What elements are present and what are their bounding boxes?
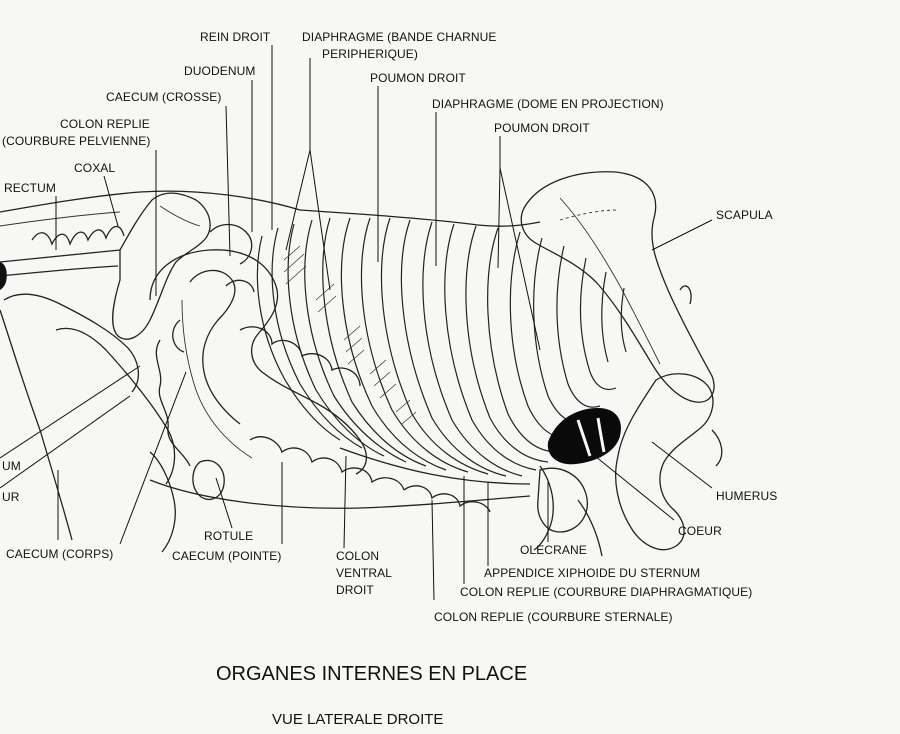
tail-stump bbox=[0, 262, 7, 290]
label-colon-replie: COLON REPLIE bbox=[60, 117, 150, 131]
coxal-bone bbox=[112, 192, 211, 340]
back-outline bbox=[0, 190, 541, 227]
caecum-inner-fold-2 bbox=[181, 299, 253, 459]
olecrane-bone bbox=[537, 467, 588, 533]
sternum bbox=[339, 447, 531, 485]
label-courbure-diaphragmatique: COLON REPLIE (COURBURE DIAPHRAGMATIQUE) bbox=[460, 585, 752, 599]
scapula-bone bbox=[520, 171, 715, 403]
label-caecum-pointe: CAECUM (POINTE) bbox=[172, 549, 282, 563]
femur bbox=[3, 293, 139, 393]
femur-lower bbox=[55, 327, 176, 485]
heart-highlight bbox=[576, 417, 606, 457]
diagram-title: ORGANES INTERNES EN PLACE bbox=[216, 663, 527, 685]
back-outline-inner bbox=[0, 211, 121, 227]
label-olecrane: OLECRANE bbox=[520, 543, 587, 557]
hind-stifle bbox=[149, 451, 176, 553]
label-appendice: APPENDICE XIPHOIDE DU STERNUM bbox=[484, 566, 700, 580]
duodenum bbox=[209, 223, 253, 265]
rib-cage bbox=[256, 217, 627, 477]
colon-haustra-lower bbox=[155, 319, 405, 491]
label-rotule: ROTULE bbox=[204, 529, 253, 543]
hind-thigh-outline bbox=[0, 309, 73, 541]
foreleg bbox=[533, 465, 603, 557]
label-humerus: HUMERUS bbox=[716, 489, 777, 503]
label-caecum-crosse: CAECUM (CROSSE) bbox=[106, 90, 222, 104]
label-rectum: RECTUM bbox=[4, 181, 56, 195]
label-caecum-corps: CAECUM (CORPS) bbox=[6, 547, 113, 561]
tail-vertebrae bbox=[31, 225, 125, 246]
sacrum-wing bbox=[159, 205, 201, 227]
label-left-ur: UR bbox=[2, 490, 20, 504]
label-left-um: UM bbox=[2, 459, 21, 473]
label-courbure-sternale: COLON REPLIE (COURBURE STERNALE) bbox=[434, 610, 673, 624]
rotule-patella bbox=[192, 459, 225, 501]
colon-diaphragmatic bbox=[403, 485, 491, 513]
label-courbure-pelvienne: (COURBURE PELVIENNE) bbox=[2, 134, 150, 148]
neck-outline bbox=[679, 285, 723, 467]
label-scapula: SCAPULA bbox=[716, 208, 773, 222]
label-poumon-droit-2: POUMON DROIT bbox=[494, 121, 590, 135]
label-diaphragme-bande-2: PERIPHERIQUE) bbox=[322, 47, 418, 61]
label-poumon-droit-1: POUMON DROIT bbox=[370, 71, 466, 85]
leader-lines bbox=[0, 45, 713, 601]
label-diaphragme-dome: DIAPHRAGME (DOME EN PROJECTION) bbox=[432, 97, 664, 111]
horse-anatomy-drawing bbox=[0, 171, 723, 557]
diagram-subtitle: VUE LATERALE DROITE bbox=[272, 711, 443, 728]
scapula-spine bbox=[559, 197, 661, 365]
label-coxal: COXAL bbox=[74, 161, 115, 175]
label-colon-ventral-3: DROIT bbox=[336, 583, 374, 597]
label-diaphragme-bande: DIAPHRAGME (BANDE CHARNUE bbox=[302, 30, 497, 44]
label-duodenum: DUODENUM bbox=[184, 64, 255, 78]
label-colon-ventral-1: COLON bbox=[336, 549, 379, 563]
rectum-tube bbox=[0, 249, 121, 277]
caecum-inner-fold bbox=[189, 269, 241, 425]
label-coeur: COEUR bbox=[678, 524, 722, 538]
humerus-bone bbox=[615, 373, 714, 551]
caecum-outer bbox=[149, 249, 367, 475]
labels: REIN DROIT DIAPHRAGME (BANDE CHARNUE PER… bbox=[2, 30, 777, 624]
diaphragm-hatch bbox=[283, 245, 417, 425]
scapula-cartilage bbox=[559, 209, 619, 221]
label-rein-droit: REIN DROIT bbox=[200, 30, 271, 44]
label-colon-ventral-2: VENTRAL bbox=[336, 566, 392, 580]
belly-outline bbox=[149, 479, 531, 509]
